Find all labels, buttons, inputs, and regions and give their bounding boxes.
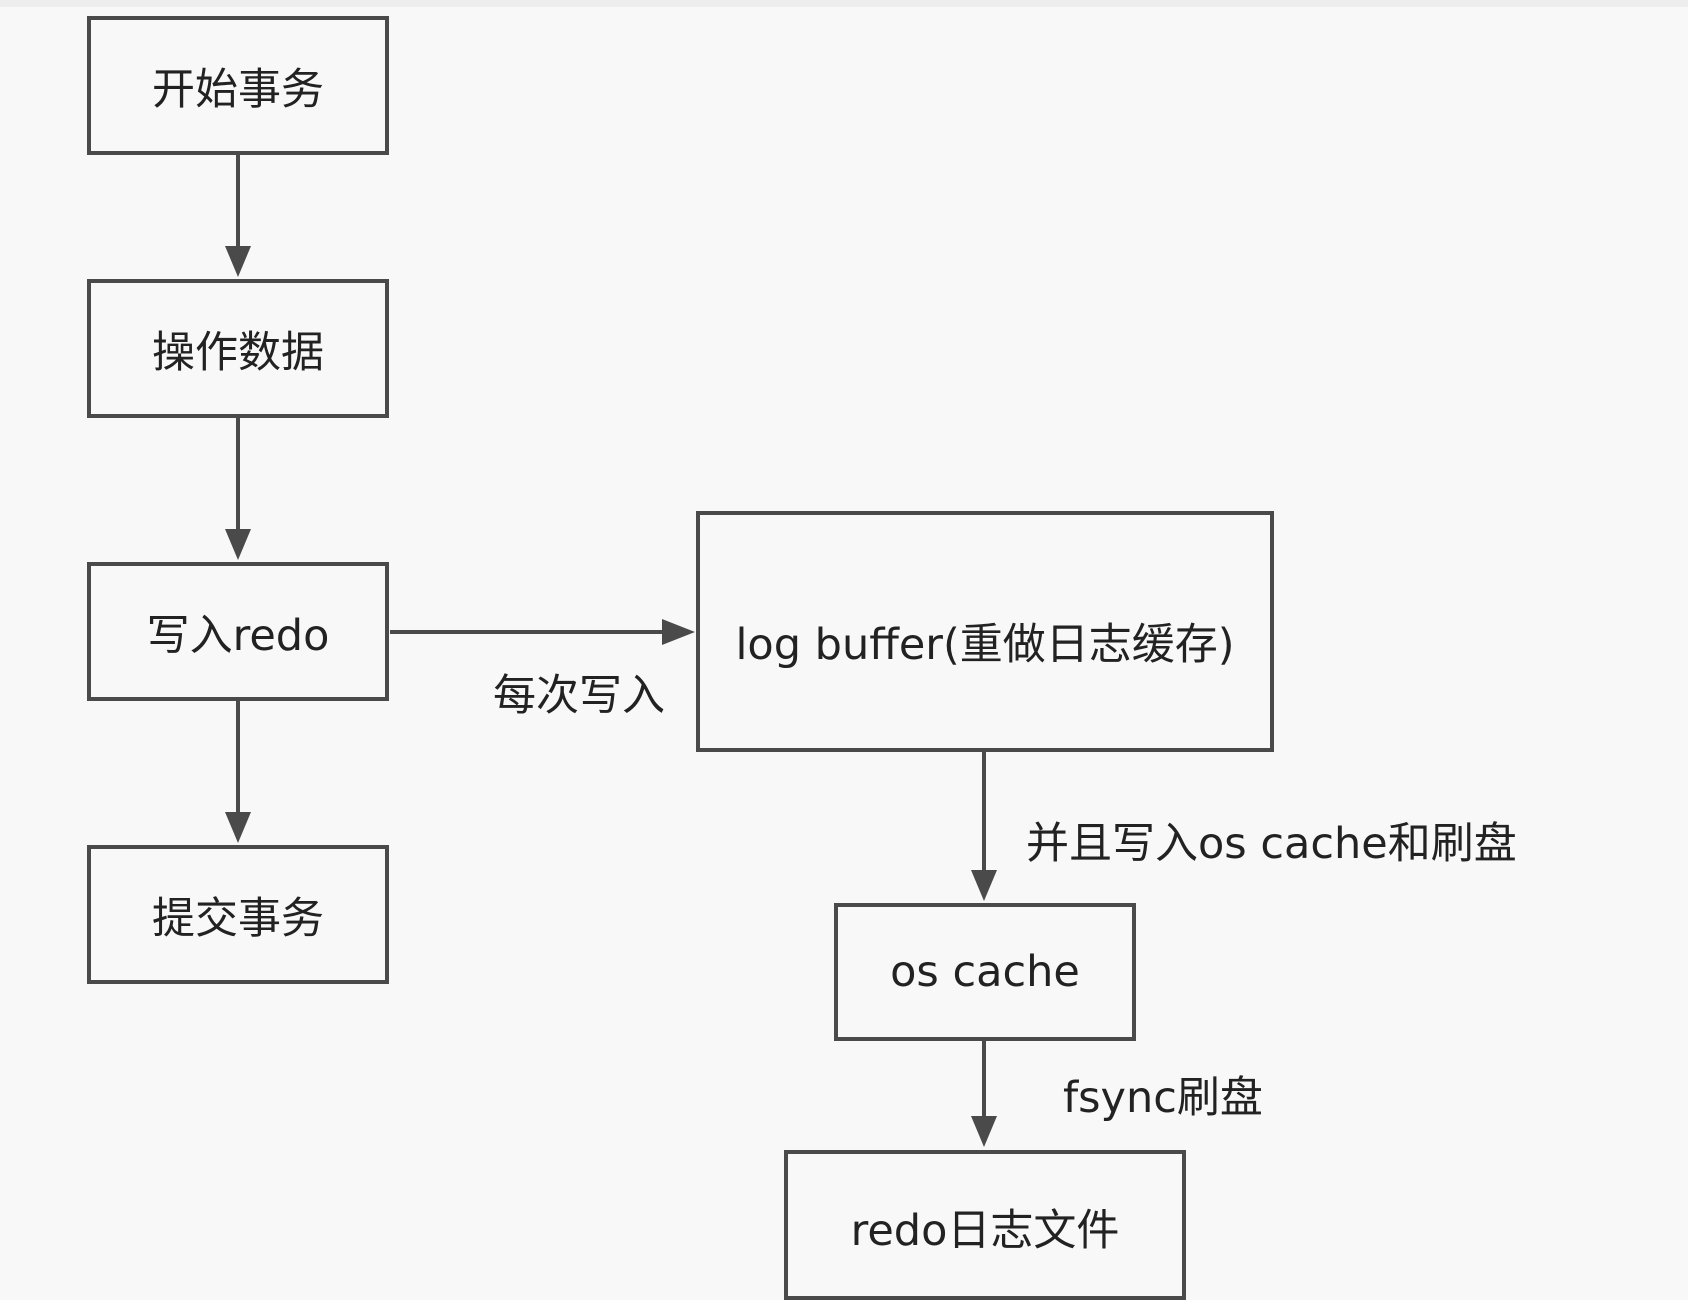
node-log-buffer-label: log buffer(重做日志缓存) [735, 620, 1235, 670]
node-operate-data: 操作数据 [87, 279, 389, 418]
node-write-redo-label: 写入redo [146, 610, 330, 661]
arrow-writeredo-to-logbuffer [390, 619, 695, 645]
top-strip [0, 0, 1688, 7]
arrow-oscache-to-redofile [971, 1041, 997, 1147]
arrow-writeredo-to-commit [225, 701, 251, 843]
node-commit-transaction: 提交事务 [87, 845, 389, 984]
node-redo-log-file: redo日志文件 [784, 1150, 1186, 1300]
edge-label-fsync-flush: fsync刷盘 [1063, 1073, 1263, 1123]
node-start-transaction: 开始事务 [87, 16, 389, 155]
node-os-cache: os cache [834, 903, 1136, 1041]
edge-label-write-os-cache-and-flush: 并且写入os cache和刷盘 [1026, 819, 1517, 869]
edge-label-each-write: 每次写入 [493, 671, 665, 721]
node-os-cache-label: os cache [890, 947, 1080, 997]
node-redo-log-file-label: redo日志文件 [850, 1206, 1120, 1256]
node-commit-transaction-label: 提交事务 [152, 893, 324, 944]
arrow-start-to-operate [225, 155, 251, 277]
node-start-transaction-label: 开始事务 [152, 64, 324, 115]
node-log-buffer: log buffer(重做日志缓存) [696, 511, 1274, 752]
node-write-redo: 写入redo [87, 562, 389, 701]
arrow-logbuffer-to-oscache [971, 752, 997, 901]
arrow-operate-to-writeredo [225, 418, 251, 560]
node-operate-data-label: 操作数据 [152, 327, 324, 378]
